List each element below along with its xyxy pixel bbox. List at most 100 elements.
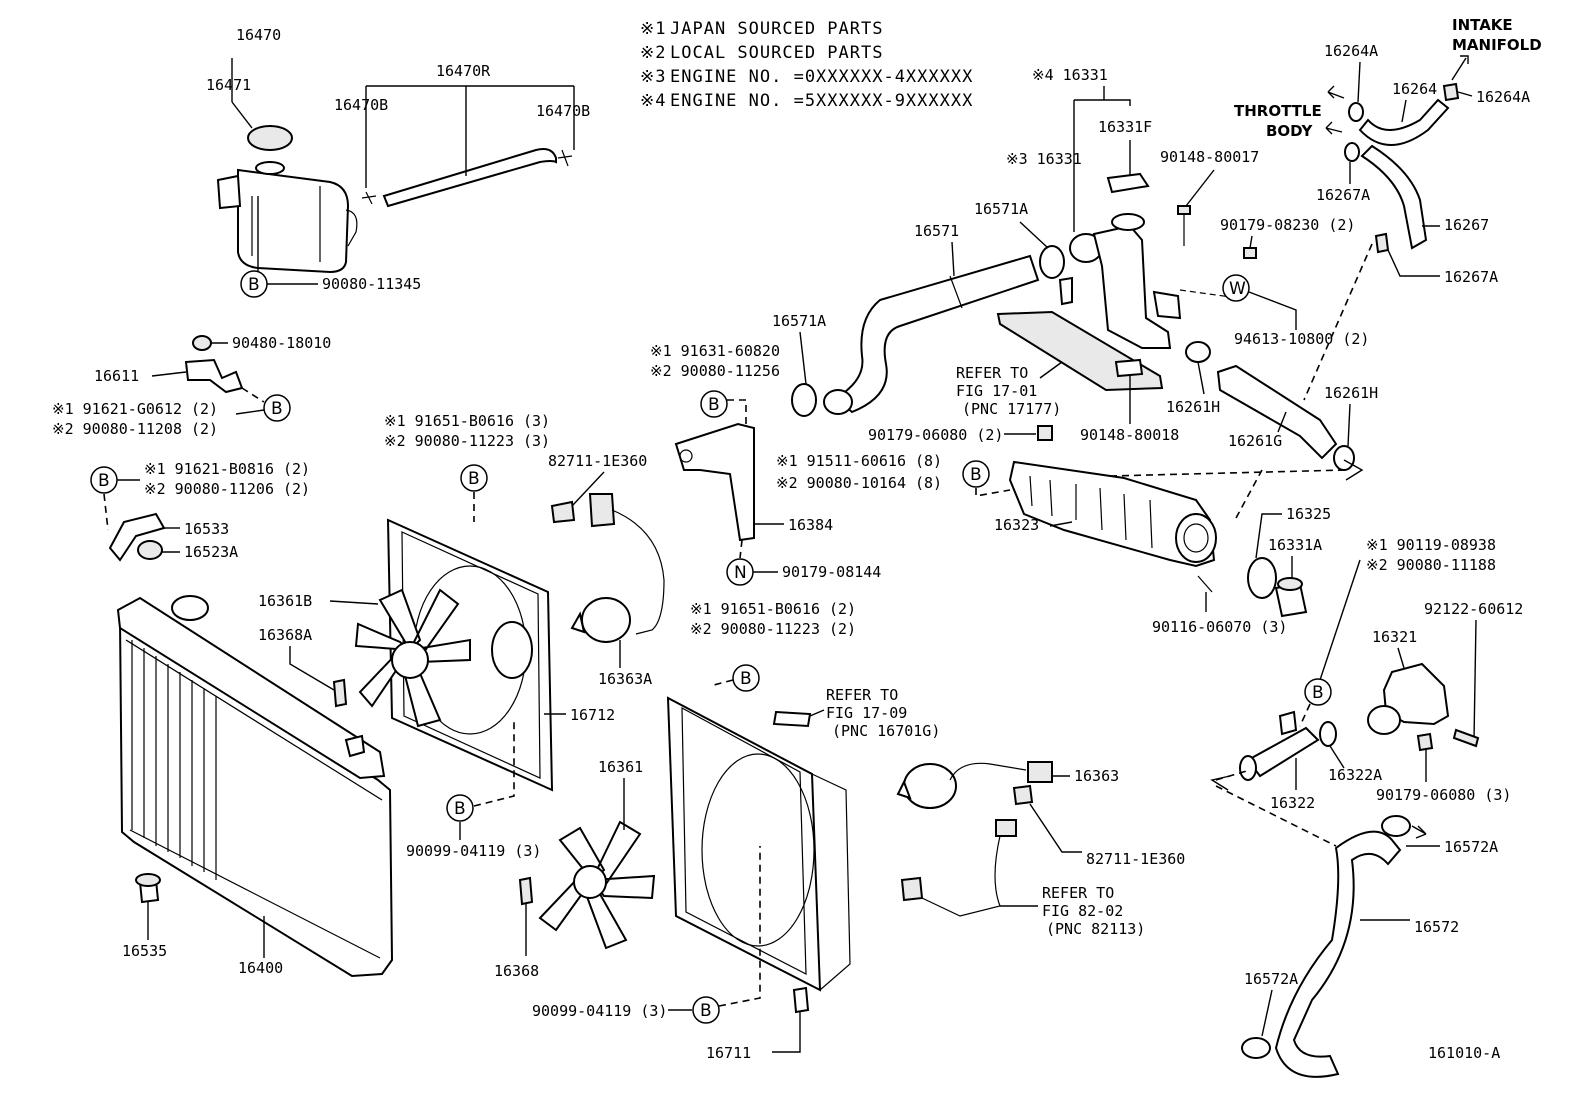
label-90080-11256: ※2 90080-11256	[650, 362, 780, 380]
leader	[951, 241, 955, 277]
connector	[550, 500, 576, 524]
label-manifold: MANIFOLD	[1452, 36, 1542, 54]
bracket-16611	[184, 358, 244, 394]
clamp-16264a-left	[1348, 102, 1364, 122]
bracket-16384	[674, 422, 755, 542]
label-16331f: 16331F	[1098, 118, 1152, 136]
fan-hub	[573, 865, 607, 899]
label-16471: 16471	[206, 76, 251, 94]
label-16323: 16323	[994, 516, 1039, 534]
label-refer-1709-b: FIG 17-09	[826, 704, 907, 722]
label-94613-10800: 94613-10800 (2)	[1234, 330, 1369, 348]
label-90148-80018: 90148-80018	[1080, 426, 1179, 444]
arrow-throttle-bottom	[1325, 121, 1343, 135]
fan-motor-16363-group: 16363 82711-1E360 REFER TO FIG 82-02 (PN…	[896, 761, 1185, 938]
ref-circle-w-text: W	[1229, 279, 1246, 299]
leader	[1185, 169, 1215, 207]
leader	[1401, 99, 1407, 123]
label-16361: 16361	[598, 758, 643, 776]
label-91651-b0616-3: ※1 91651-B0616 (3)	[384, 412, 550, 430]
housing-ribs	[1029, 475, 1153, 549]
shroud-side	[811, 773, 851, 991]
ref-circle-b-text: B	[454, 799, 466, 819]
lower-hose-assembly: ※1 90119-08938 ※2 90080-11188 B 92122-60…	[1210, 536, 1523, 1078]
leader	[1255, 513, 1282, 559]
label-90148-80017: 90148-80017	[1160, 148, 1259, 166]
label-16322a: 16322A	[1328, 766, 1382, 784]
label-16261g: 16261G	[1228, 432, 1282, 450]
legend-mark-3: ※3	[640, 67, 666, 87]
label-16331-3: ※3 16331	[1006, 150, 1082, 168]
label-16470b-right: 16470B	[536, 102, 590, 120]
nut	[1114, 358, 1144, 378]
label-16470: 16470	[236, 26, 281, 44]
leader	[1357, 61, 1361, 103]
motor-wire	[611, 509, 665, 635]
label-91651-b0616-2: ※1 91651-B0616 (2)	[690, 600, 856, 618]
leader	[1277, 411, 1287, 433]
label-refer-8202-c: (PNC 82113)	[1046, 920, 1145, 938]
shroud-label-tag	[772, 710, 812, 728]
ref-circle-b	[460, 464, 488, 492]
label-16331a: 16331A	[1268, 536, 1322, 554]
label-91621-b0816: ※1 91621-B0816 (2)	[144, 460, 310, 478]
dashed-leader	[975, 488, 1011, 497]
harness-wire	[921, 835, 1001, 917]
radiator-fins	[131, 640, 217, 880]
leader	[1319, 559, 1361, 681]
leader	[1248, 291, 1297, 330]
label-16261h-b: 16261H	[1324, 384, 1378, 402]
leader	[1261, 989, 1273, 1037]
leader	[809, 709, 825, 717]
housing-outlet-inner	[1183, 523, 1209, 553]
label-16264a-b: 16264A	[1476, 88, 1530, 106]
water-inlet-port	[1367, 705, 1401, 735]
label-16363: 16363	[1074, 767, 1119, 785]
fan-motor-16363	[903, 763, 957, 809]
ref-circle-b	[700, 390, 728, 418]
fan-shroud-16711-inner	[681, 706, 807, 976]
label-90080-11188: ※2 90080-11188	[1366, 556, 1496, 574]
dashed-leader	[1303, 243, 1373, 401]
arrow-intake	[1451, 57, 1467, 81]
label-16571a-a: 16571A	[974, 200, 1028, 218]
hose-joint-line	[949, 275, 963, 309]
connector	[900, 876, 924, 902]
connector-housing	[1027, 761, 1053, 783]
leader	[231, 101, 253, 129]
leader	[151, 371, 187, 377]
pipe-end	[1239, 755, 1257, 781]
label-90099-04119-b: 90099-04119 (3)	[532, 1002, 667, 1020]
label-refer-1701-a: REFER TO	[956, 364, 1028, 382]
water-inlet-housing-assembly: ※1 91511-60616 (8) ※2 90080-10164 (8) B …	[776, 452, 1364, 636]
arrow-head	[1411, 825, 1427, 839]
throttle-body-hoses: INTAKE MANIFOLD THROTTLE BODY 16264A 162…	[1234, 16, 1542, 401]
nut-90179-08230	[1243, 247, 1257, 259]
ref-circle-b	[446, 794, 474, 822]
water-outlet-16331	[1092, 224, 1172, 349]
label-intake: INTAKE	[1452, 16, 1513, 34]
label-16361b: 16361B	[258, 592, 312, 610]
reserve-tank-detail	[251, 186, 321, 262]
drain-cock-head	[135, 873, 161, 887]
label-refer-1701-b: FIG 17-01	[956, 382, 1037, 400]
leader	[1457, 91, 1473, 97]
fan-motor-shaft	[896, 779, 912, 800]
bracket-16384-group: ※1 91631-60820 ※2 90080-11256 B 16384 N …	[650, 342, 881, 586]
leader	[1049, 521, 1073, 527]
clip-16368a	[332, 678, 348, 708]
label-16712: 16712	[570, 706, 615, 724]
water-inlet-housing-16323	[1008, 460, 1216, 568]
radiator-hose-16572	[1274, 830, 1402, 1078]
label-92122-60612: 92122-60612	[1424, 600, 1523, 618]
label-16535: 16535	[122, 942, 167, 960]
leader	[1197, 361, 1205, 395]
label-90179-08230: 90179-08230 (2)	[1220, 216, 1355, 234]
clamp-16267a-upper	[1344, 142, 1360, 162]
label-16322: 16322	[1270, 794, 1315, 812]
ref-circle-n-text: N	[734, 563, 747, 583]
label-90080-11206: ※2 90080-11206 (2)	[144, 480, 310, 498]
reserve-tank-hose	[382, 148, 557, 208]
leader	[289, 646, 335, 691]
